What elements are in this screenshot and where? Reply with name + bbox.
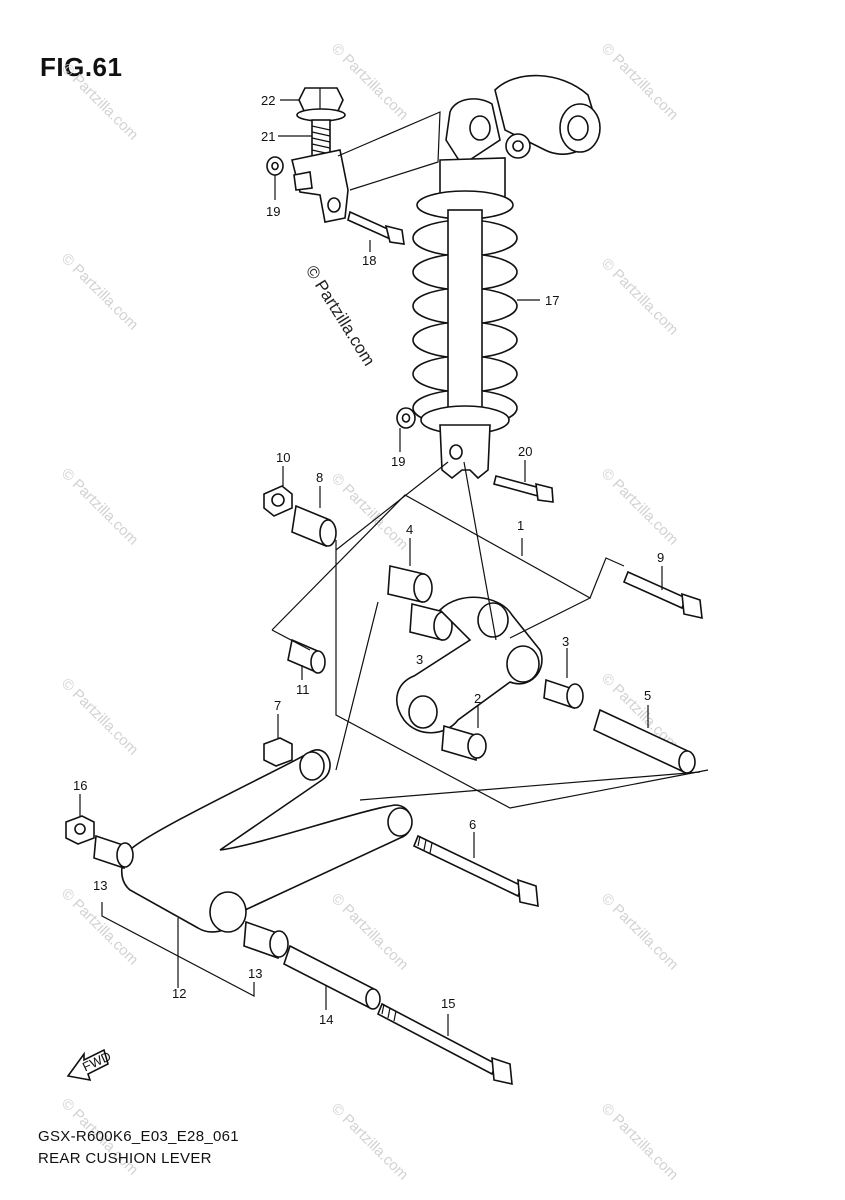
part-label: 9 bbox=[657, 550, 664, 565]
part-label: 14 bbox=[319, 1012, 333, 1027]
part-label: 17 bbox=[545, 293, 559, 308]
part-18-bolt bbox=[347, 210, 405, 245]
figure-title: FIG.61 bbox=[40, 52, 123, 82]
fwd-arrow-icon: FWD bbox=[66, 1048, 113, 1082]
part-20-bolt bbox=[493, 475, 554, 503]
part-label: 13 bbox=[248, 966, 262, 981]
assembly-guide-lines bbox=[101, 461, 709, 997]
part-label: 19 bbox=[266, 204, 280, 219]
part-1-cushion-lever bbox=[395, 596, 543, 734]
part-label: 16 bbox=[73, 778, 87, 793]
part-label: 4 bbox=[406, 522, 413, 537]
part-label: 19 bbox=[391, 454, 405, 469]
part-2-bearing bbox=[441, 724, 487, 762]
part-19-washer-lower bbox=[396, 407, 416, 429]
part-13-bearing-left bbox=[93, 834, 134, 870]
part-9-bolt bbox=[622, 570, 703, 620]
part-label: 5 bbox=[644, 688, 651, 703]
diagram-name: REAR CUSHION LEVER bbox=[38, 1150, 212, 1167]
part-label: 13 bbox=[93, 878, 107, 893]
part-5-collar bbox=[593, 708, 696, 774]
part-label: 3 bbox=[562, 634, 569, 649]
diagram-code: GSX-R600K6_E03_E28_061 bbox=[38, 1128, 239, 1145]
part-label: 21 bbox=[261, 129, 275, 144]
part-19-washer-top bbox=[266, 156, 284, 176]
upper-bracket bbox=[291, 149, 349, 223]
part-10-nut bbox=[263, 485, 293, 517]
part-4-bearings bbox=[387, 565, 453, 642]
part-label: 18 bbox=[362, 253, 376, 268]
part-13-bearing-lower bbox=[243, 920, 289, 960]
part-label: 8 bbox=[316, 470, 323, 485]
part-label: 12 bbox=[172, 986, 186, 1001]
part-3-bearing bbox=[543, 678, 584, 710]
part-label: 1 bbox=[517, 518, 524, 533]
part-15-bolt bbox=[376, 1002, 513, 1086]
part-8-collar bbox=[291, 504, 337, 548]
part-label: 10 bbox=[276, 450, 290, 465]
part-16-nut bbox=[65, 815, 95, 845]
part-7-nut bbox=[263, 737, 293, 767]
part-label: 6 bbox=[469, 817, 476, 832]
part-6-bolt bbox=[412, 834, 539, 908]
part-label: 7 bbox=[274, 698, 281, 713]
part-label: 22 bbox=[261, 93, 275, 108]
shock-absorber bbox=[412, 74, 601, 480]
part-label: 2 bbox=[474, 691, 481, 706]
part-label: 20 bbox=[518, 444, 532, 459]
part-14-collar bbox=[283, 944, 381, 1010]
part-label: 11 bbox=[296, 682, 310, 697]
part-label: 15 bbox=[441, 996, 455, 1011]
part-11-collar bbox=[287, 638, 326, 674]
part-label: 3 bbox=[416, 652, 423, 667]
part-12-cushion-rod bbox=[120, 749, 413, 933]
part-22-nut bbox=[296, 87, 346, 122]
